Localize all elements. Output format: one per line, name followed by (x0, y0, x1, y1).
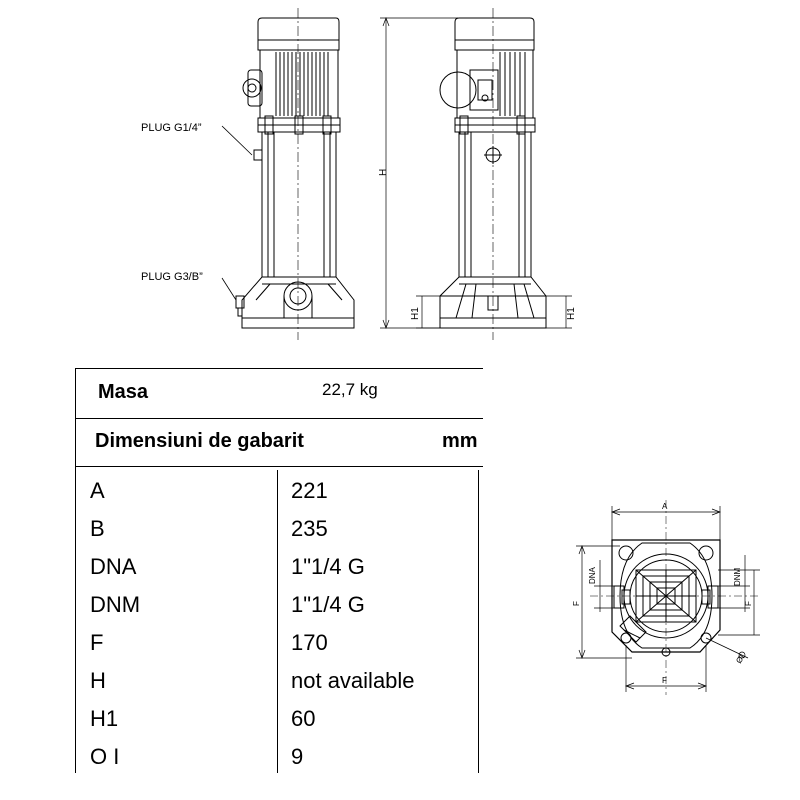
table-row: DNM 1"1/4 G (0, 592, 480, 628)
table-row: DNA 1"1/4 G (0, 554, 480, 590)
pump-side-view (439, 8, 547, 340)
table-masa-divider (75, 418, 483, 419)
row-value: 1"1/4 G (291, 554, 365, 579)
dimensions-title: Dimensiuni de gabarit (95, 430, 304, 452)
row-key: F (90, 630, 104, 655)
row-value: 60 (291, 706, 316, 731)
row-key: DNM (90, 592, 141, 617)
table-row: H1 60 (0, 706, 480, 742)
row-value: 221 (291, 478, 328, 503)
pump-front-view (221, 8, 355, 340)
plan-dnm-label: DNM (733, 567, 742, 586)
table-row: F 170 (0, 630, 480, 666)
dimension-lines-elevation (380, 17, 572, 329)
pump-plan-view (590, 500, 760, 695)
plug-bottom-label: PLUG G3/B” (141, 271, 203, 283)
plug-top-label: PLUG G1/4” (141, 122, 202, 134)
masa-value: 22,7 kg (322, 380, 378, 399)
row-key: DNA (90, 554, 137, 579)
table-row: H not available (0, 668, 480, 704)
dimension-lines-plan (576, 506, 760, 692)
row-key: A (90, 478, 105, 503)
plan-dna-label: DNA (588, 566, 597, 584)
plan-a-label: A (662, 502, 668, 511)
row-value: 9 (291, 744, 304, 769)
row-key: H1 (90, 706, 119, 731)
plan-f-left-label: F (572, 601, 581, 606)
row-key: B (90, 516, 105, 541)
row-value: 235 (291, 516, 328, 541)
table-row: B 235 (0, 516, 480, 552)
dimension-h1-left-label: H1 (410, 307, 421, 320)
row-value: not available (291, 668, 415, 693)
row-value: 170 (291, 630, 328, 655)
table-row: O I 9 (0, 744, 480, 780)
plan-f-bottom-label: F (662, 676, 667, 685)
table-right-border (478, 470, 479, 773)
table-row: A 221 (0, 478, 480, 514)
table-header-divider (75, 466, 483, 467)
plan-f-right-label: F (744, 601, 753, 606)
row-key: O I (90, 744, 120, 769)
row-value: 1"1/4 G (291, 592, 365, 617)
table-divider-vertical (277, 470, 278, 773)
table-left-border (75, 368, 76, 773)
dimension-h-label: H (378, 169, 389, 176)
row-key: H (90, 668, 106, 693)
masa-label: Masa (98, 381, 149, 403)
dimensions-unit: mm (442, 430, 478, 452)
dimension-h1-right-label: H1 (566, 307, 577, 320)
table-top-border (75, 368, 483, 369)
